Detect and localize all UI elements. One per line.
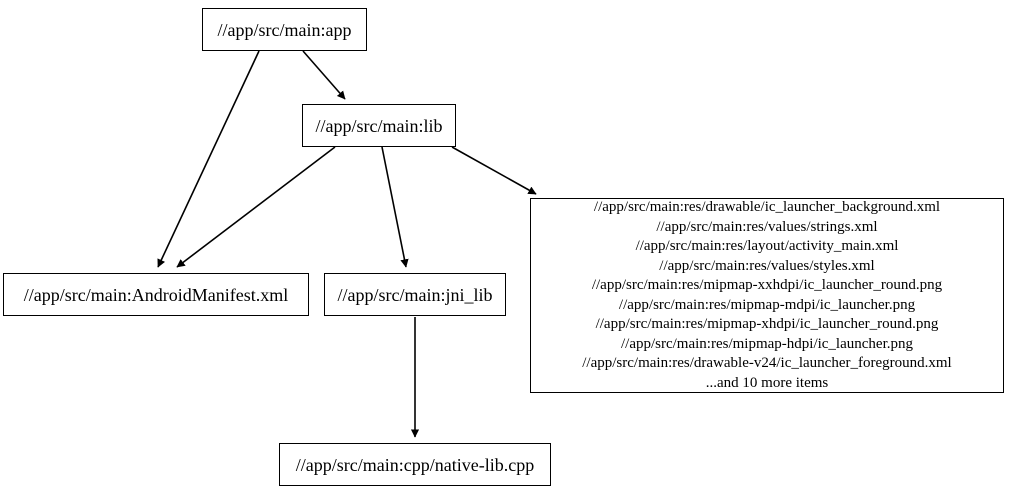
edge-app-to-manifest — [157, 50, 260, 268]
graph-node-jni-lib[interactable]: //app/src/main:jni_lib — [324, 273, 506, 316]
edge-lib-to-manifest — [176, 146, 336, 268]
edge-lib-to-jni-lib — [381, 146, 409, 268]
graph-node-resources-label: //app/src/main:res/drawable/ic_launcher_… — [582, 199, 952, 391]
graph-node-android-manifest[interactable]: //app/src/main:AndroidManifest.xml — [3, 273, 309, 316]
edge-lib-to-resources — [451, 146, 537, 195]
graph-node-app[interactable]: //app/src/main:app — [202, 8, 367, 51]
graph-node-jni-lib-label: //app/src/main:jni_lib — [337, 284, 493, 305]
graph-node-lib[interactable]: //app/src/main:lib — [302, 104, 456, 147]
graph-node-native-lib-cpp-label: //app/src/main:cpp/native-lib.cpp — [295, 454, 535, 475]
graph-node-lib-label: //app/src/main:lib — [315, 115, 443, 136]
graph-node-app-label: //app/src/main:app — [217, 19, 352, 40]
graph-node-native-lib-cpp[interactable]: //app/src/main:cpp/native-lib.cpp — [279, 443, 551, 486]
edge-app-to-lib — [302, 50, 346, 100]
graph-node-resources[interactable]: //app/src/main:res/drawable/ic_launcher_… — [530, 198, 1004, 393]
graph-node-android-manifest-label: //app/src/main:AndroidManifest.xml — [23, 284, 289, 305]
